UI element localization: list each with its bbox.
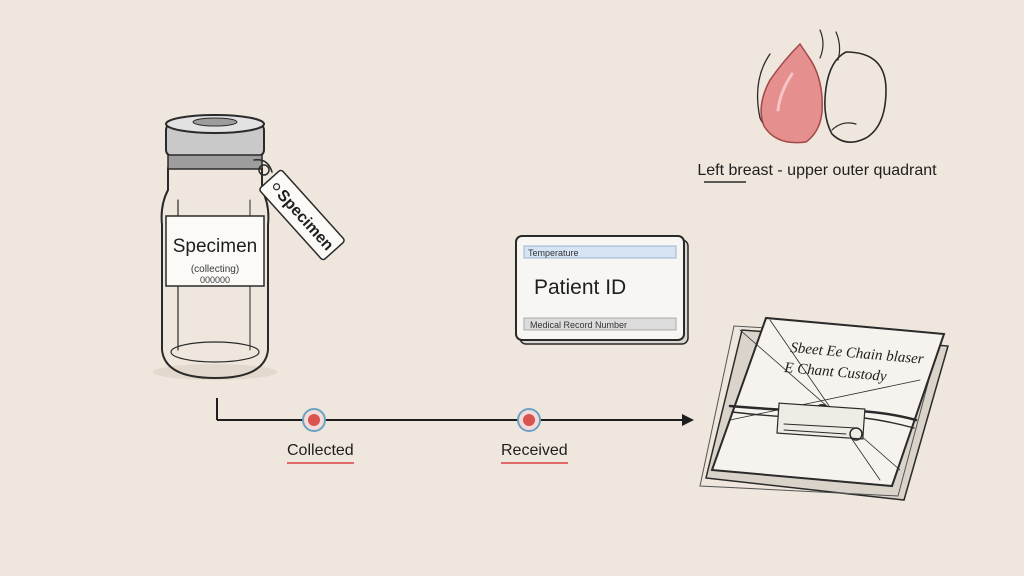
chain-of-custody-document: Sbeet Ee Chain blaser E Chant Custody: [699, 316, 949, 501]
vial-label-title: Specimen: [173, 236, 258, 257]
patient-card-header: Temperature: [528, 248, 579, 258]
patient-id-card: Temperature Patient ID Medical Record Nu…: [515, 235, 689, 345]
specimen-vial: Specimen (collecting) 000000 Specimen: [153, 114, 345, 380]
timeline: [216, 398, 694, 432]
patient-card-footer: Medical Record Number: [530, 320, 627, 330]
timeline-marker-received: [517, 408, 541, 432]
timeline-label-collected: Collected: [287, 442, 354, 464]
highlighted-quadrant: [760, 42, 823, 144]
specimen-tag: Specimen: [259, 169, 345, 261]
patient-card-title: Patient ID: [534, 276, 626, 299]
anatomy-caption: Left breast - upper outer quadrant: [697, 162, 937, 179]
timeline-marker-collected: [302, 408, 326, 432]
vial-label: [165, 215, 265, 287]
breast-anatomy-sketch: [756, 29, 887, 144]
timeline-label-received: Received: [501, 442, 568, 464]
timeline-arrowhead: [682, 414, 694, 426]
vial-label-line-2: 000000: [200, 275, 230, 285]
vial-label-line-1: (collecting): [191, 264, 239, 275]
